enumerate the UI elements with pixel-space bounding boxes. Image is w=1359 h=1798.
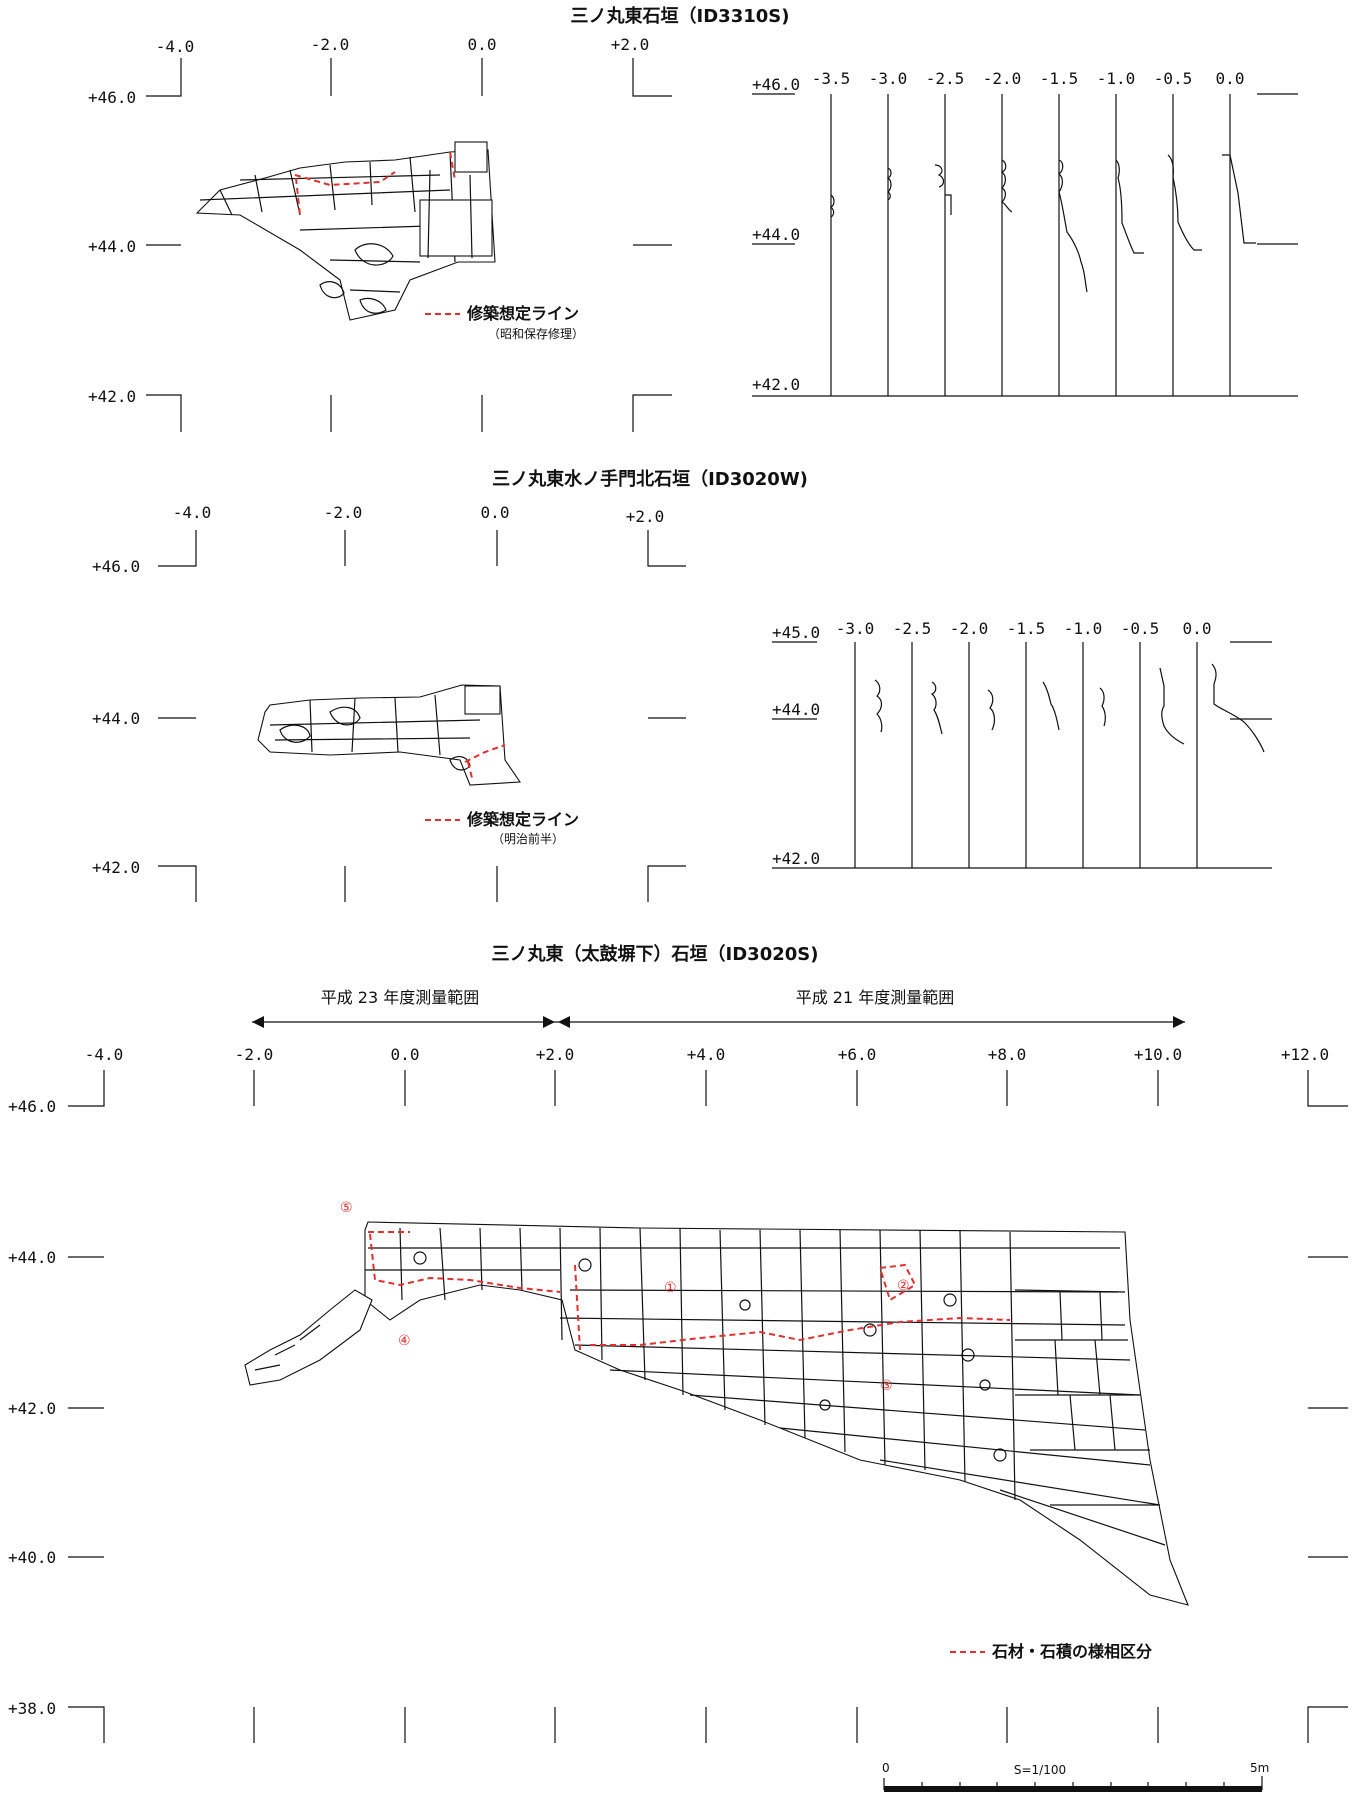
f2-legend: 修築想定ライン （明治前半） [425, 810, 579, 846]
f1-profile-curves [829, 154, 1256, 293]
marker-3: ③ [880, 1378, 893, 1394]
f1-legend-label: 修築想定ライン [466, 304, 579, 323]
f1-frame-marks [146, 58, 672, 432]
figure-2-title: 三ノ丸東水ノ手門北石垣（ID3020W) [492, 468, 808, 490]
f1-stone-elevation [195, 141, 496, 321]
f1-profile-xtick: -2.5 [926, 69, 965, 88]
f1-profile-xtick: -3.0 [869, 69, 908, 88]
f1-profile-xtick: -1.5 [1040, 69, 1079, 88]
f2-ytick: +44.0 [92, 709, 140, 728]
f1-profile-ytick: +42.0 [752, 375, 800, 394]
survey-range-arrows: 平成 23 年度測量範囲 平成 21 年度測量範囲 [252, 988, 1185, 1028]
f2-legend-sub: （明治前半） [492, 831, 564, 846]
f1-legend-sub: （昭和保存修理） [488, 326, 584, 341]
f2-profile-xtick: -2.5 [893, 619, 932, 638]
f1-profile-xtick: -3.5 [812, 69, 851, 88]
f3-xtick: +4.0 [687, 1045, 726, 1064]
scale-start: 0 [882, 1761, 890, 1775]
f1-profile-ytick: +46.0 [752, 75, 800, 94]
f2-xtick: -2.0 [324, 503, 363, 522]
f2-ytick: +46.0 [92, 557, 140, 576]
f1-ytick: +46.0 [88, 88, 136, 107]
marker-2: ② [897, 1278, 910, 1294]
f1-profile-columns: -3.5 -3.0 -2.5 -2.0 -1.5 -1.0 -0.5 0.0 [812, 69, 1256, 396]
f2-xtick: -4.0 [173, 503, 212, 522]
figure-3: 三ノ丸東（太鼓塀下）石垣（ID3020S) 平成 23 年度測量範囲 平成 21… [8, 943, 1348, 1743]
f3-xtick: -2.0 [235, 1045, 274, 1064]
f1-ytick: +44.0 [88, 237, 136, 256]
f2-ytick: +42.0 [92, 858, 140, 877]
f1-xtick: +2.0 [611, 35, 650, 54]
f1-profile-xtick: -0.5 [1154, 69, 1193, 88]
f2-frame-marks [158, 530, 686, 902]
f2-profile-xtick: -1.5 [1007, 619, 1046, 638]
f1-profile-ytick: +44.0 [752, 225, 800, 244]
f1-profile-panel: +46.0 +44.0 +42.0 -3.5 -3.0 -2.5 -2.0 -1… [752, 69, 1298, 397]
f1-profile-xtick: -2.0 [983, 69, 1022, 88]
f2-stone-elevation [257, 684, 522, 786]
f2-profile-panel: +45.0 +44.0 +42.0 -3.0 -2.5 -2.0 -1.5 -1… [772, 619, 1272, 869]
f2-profile-xtick: -1.0 [1064, 619, 1103, 638]
f1-xtick: 0.0 [468, 35, 497, 54]
f2-legend-label: 修築想定ライン [466, 810, 579, 829]
f3-xtick: +12.0 [1281, 1045, 1329, 1064]
f3-markers: ⑤ ① ② ③ ④ [340, 1200, 910, 1394]
f1-profile-xtick: 0.0 [1216, 69, 1245, 88]
f1-ytick: +42.0 [88, 387, 136, 406]
f3-xtick: -4.0 [85, 1045, 124, 1064]
f3-legend: 石材・石積の様相区分 [950, 1642, 1152, 1661]
f2-profile-ytick: +42.0 [772, 849, 820, 868]
f2-profile-xtick: -0.5 [1121, 619, 1160, 638]
f3-xtick: +10.0 [1134, 1045, 1182, 1064]
f3-ytick: +38.0 [8, 1699, 56, 1718]
figure-3-title: 三ノ丸東（太鼓塀下）石垣（ID3020S) [492, 943, 819, 965]
scale-ratio: S=1/100 [1014, 1763, 1066, 1777]
f1-legend: 修築想定ライン （昭和保存修理） [425, 304, 584, 341]
f1-xtick: -4.0 [156, 37, 195, 56]
scale-bar: 0 S=1/100 5m [882, 1761, 1269, 1792]
f3-ytick: +40.0 [8, 1548, 56, 1567]
marker-5: ⑤ [340, 1200, 353, 1216]
f3-ytick: +44.0 [8, 1248, 56, 1267]
range-h21-label: 平成 21 年度測量範囲 [796, 988, 955, 1007]
scale-end: 5m [1250, 1761, 1269, 1775]
f2-profile-xtick: -3.0 [836, 619, 875, 638]
f2-profile-xtick: -2.0 [950, 619, 989, 638]
figure-1: 三ノ丸東石垣（ID3310S) -4.0 -2.0 0.0 +2.0 +46.0… [88, 5, 1298, 432]
f3-legend-label: 石材・石積の様相区分 [991, 1642, 1152, 1661]
f2-profile-ytick: +44.0 [772, 700, 820, 719]
marker-1: ① [664, 1280, 677, 1296]
f3-stone-elevation [244, 1221, 1189, 1606]
figure-1-title: 三ノ丸東石垣（ID3310S) [571, 5, 790, 27]
f3-ytick: +46.0 [8, 1097, 56, 1116]
f2-xtick: +2.0 [626, 507, 665, 526]
f2-xtick: 0.0 [481, 503, 510, 522]
marker-4: ④ [398, 1333, 411, 1349]
f3-xtick: +8.0 [988, 1045, 1027, 1064]
f1-xtick: -2.0 [311, 35, 350, 54]
f3-division-dashes [368, 1231, 1011, 1351]
f3-frame-marks [68, 1070, 1348, 1743]
f3-xtick: 0.0 [391, 1045, 420, 1064]
f3-xtick: +2.0 [536, 1045, 575, 1064]
f3-ytick: +42.0 [8, 1399, 56, 1418]
f1-profile-xtick: -1.0 [1097, 69, 1136, 88]
range-h23-label: 平成 23 年度測量範囲 [321, 988, 480, 1007]
f2-profile-xtick: 0.0 [1183, 619, 1212, 638]
figure-2: 三ノ丸東水ノ手門北石垣（ID3020W) -4.0 -2.0 0.0 +2.0 … [92, 468, 1272, 902]
f2-profile-curves [874, 663, 1265, 753]
f3-stone-marks [413, 1251, 1007, 1462]
f3-xtick: +6.0 [838, 1045, 877, 1064]
f2-profile-ytick: +45.0 [772, 623, 820, 642]
